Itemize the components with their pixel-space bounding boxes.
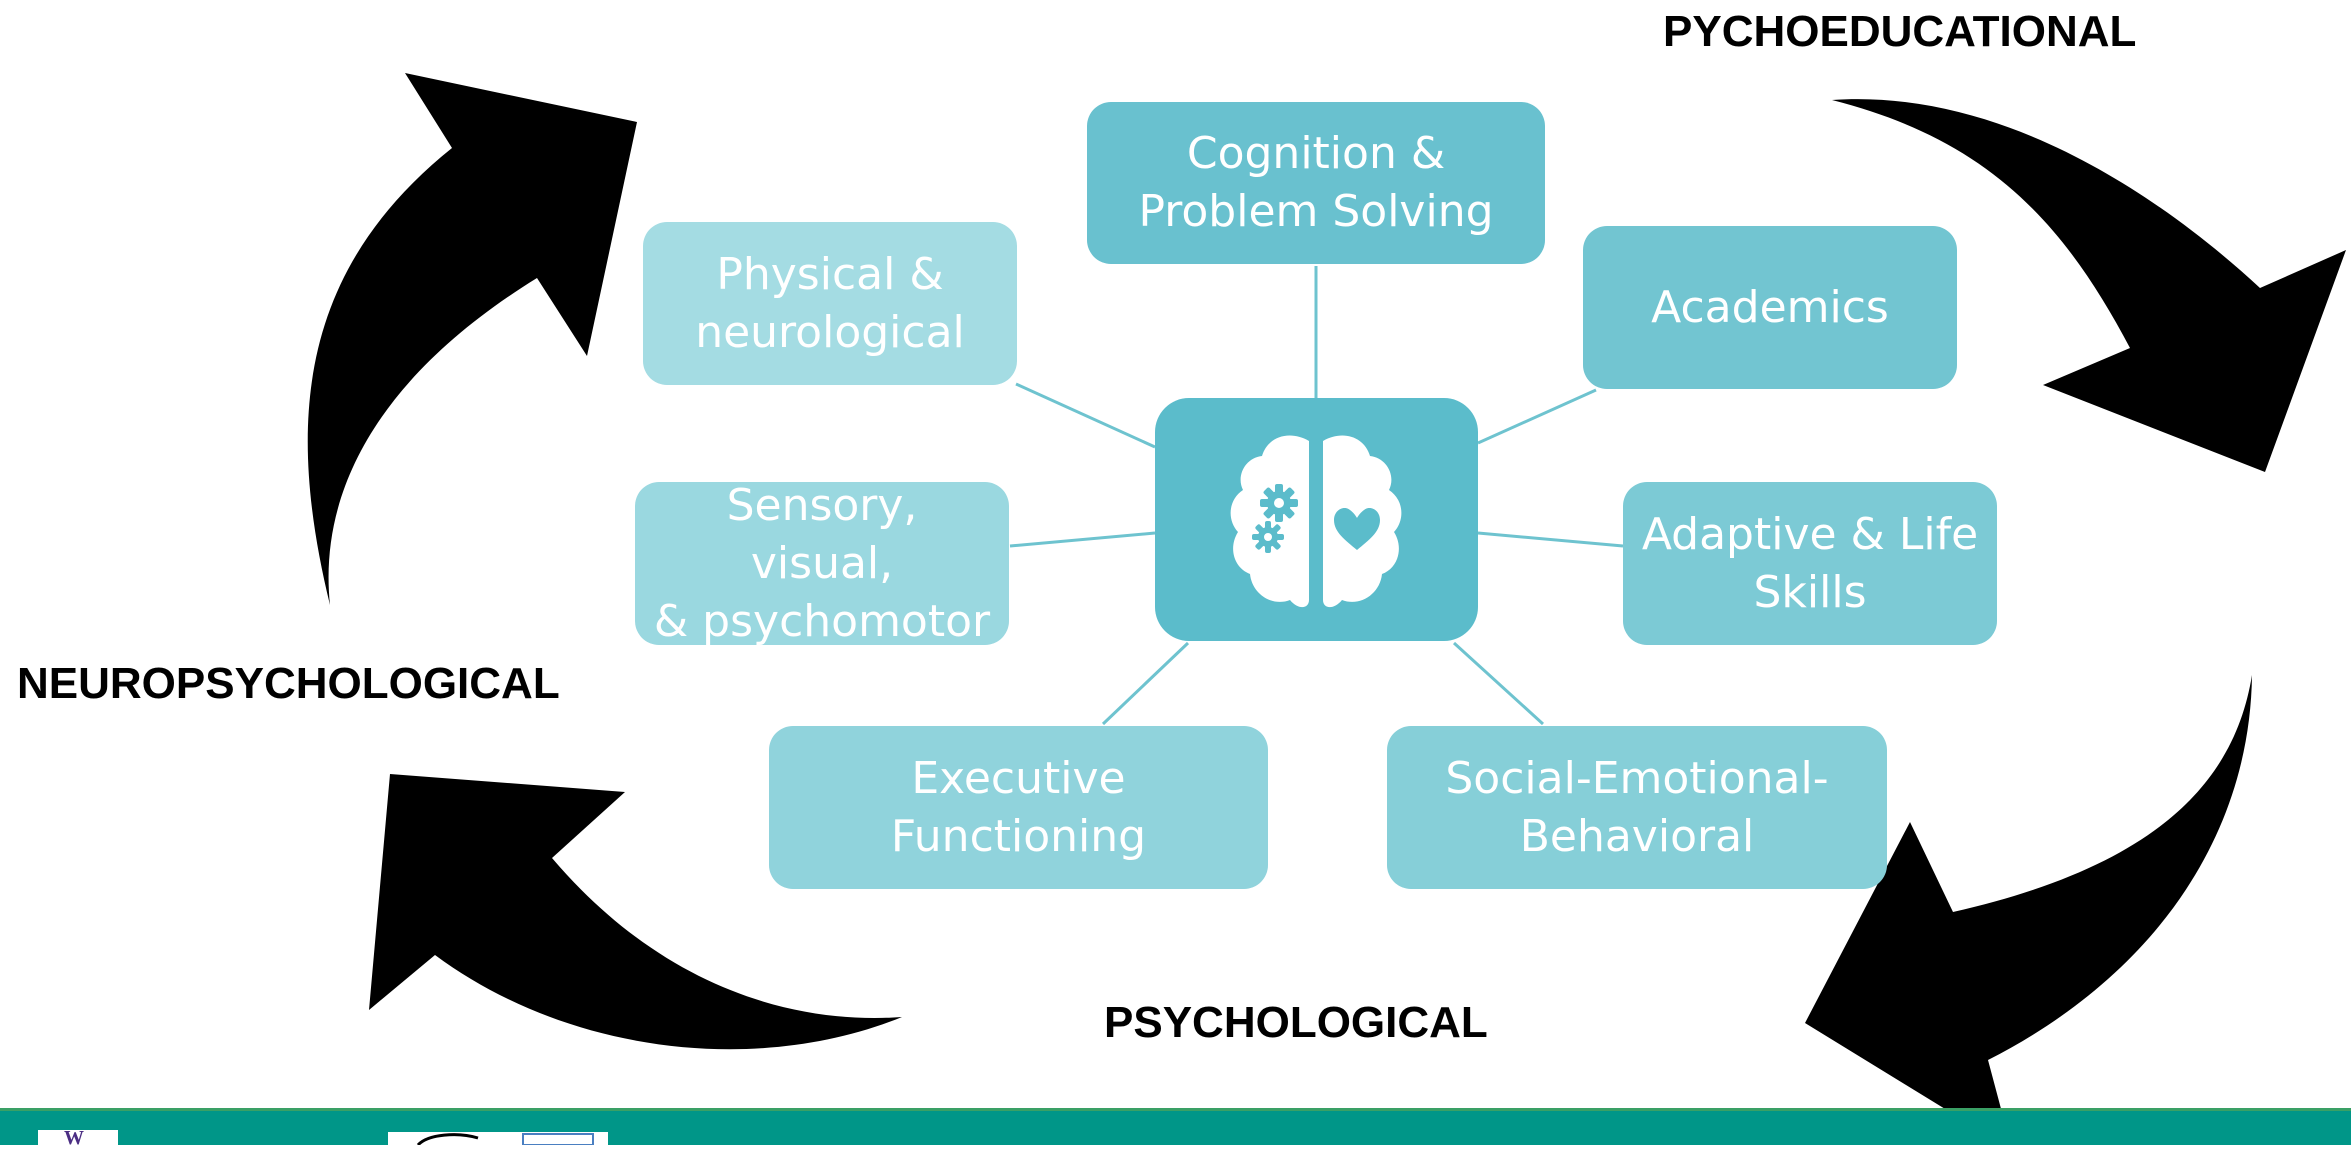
node-social: Social-Emotional- Behavioral: [1387, 726, 1887, 889]
node-sensory-label: Sensory, visual, & psychomotor: [653, 479, 991, 647]
connector-social: [1452, 641, 1545, 726]
brain-gears-heart-icon: [1230, 435, 1402, 608]
cycle-arrows: [307, 73, 2346, 1145]
connector-academics: [1477, 388, 1597, 445]
center-icon-box: [1155, 398, 1478, 641]
connector-physical: [1015, 382, 1156, 449]
node-cognition-label: Cognition & Problem Solving: [1138, 128, 1494, 237]
node-adaptive: Adaptive & Life Skills: [1623, 482, 1997, 645]
arrow-top-left: [307, 73, 637, 605]
label-psychological: PSYCHOLOGICAL: [1104, 998, 1488, 1047]
node-physical-label: Physical & neurological: [695, 248, 965, 358]
arrow-bottom-right: [1805, 675, 2252, 1145]
node-sensory: Sensory, visual, & psychomotor: [635, 480, 1009, 647]
heart-icon: [1334, 508, 1380, 550]
node-academics-label: Academics: [1651, 281, 1889, 333]
connector-lines: [1009, 266, 1624, 726]
label-psychoeducational: PYCHOEDUCATIONAL: [1663, 7, 2137, 56]
university-logo-text: W: [64, 1127, 84, 1149]
partner-logo: [388, 1132, 608, 1147]
node-cognition: Cognition & Problem Solving: [1087, 102, 1545, 264]
label-neuropsychological: NEUROPSYCHOLOGICAL: [17, 659, 560, 708]
node-adaptive-label: Adaptive & Life Skills: [1641, 508, 1979, 618]
node-executive-label: Executive Functioning: [890, 752, 1147, 862]
partner-logo-graphic: [416, 1133, 594, 1147]
node-physical: Physical & neurological: [643, 222, 1017, 385]
footer-bar: [0, 1108, 2351, 1145]
node-executive: Executive Functioning: [769, 726, 1268, 889]
arrow-top-right: [1832, 99, 2346, 472]
connector-sensory: [1009, 531, 1156, 548]
connector-adaptive: [1477, 531, 1624, 548]
connector-executive: [1101, 641, 1190, 726]
node-academics: Academics: [1583, 226, 1957, 389]
university-logo: W: [38, 1127, 118, 1149]
node-social-label: Social-Emotional- Behavioral: [1445, 752, 1829, 862]
gear-icon: [1252, 484, 1298, 553]
arrow-bottom-left: [369, 774, 902, 1050]
